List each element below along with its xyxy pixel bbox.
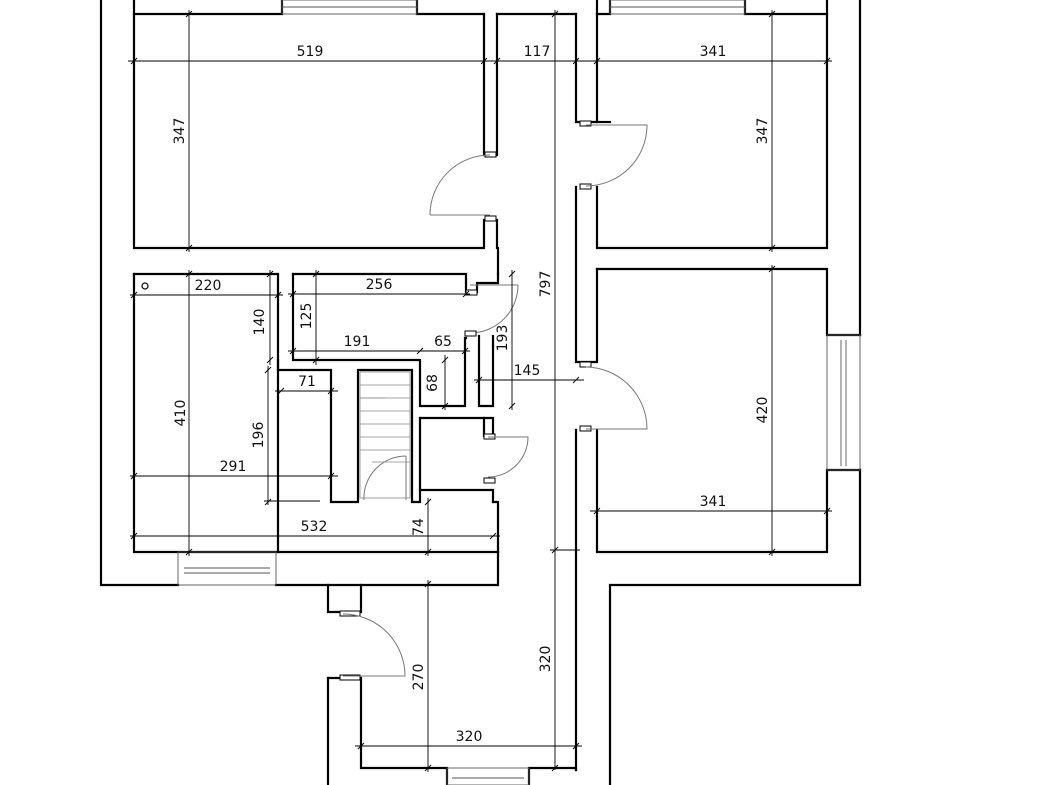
dim-label-519: 519: [297, 44, 324, 60]
dim-label-145: 145: [514, 363, 541, 379]
dim-label-320-horizontal: 320: [456, 729, 483, 745]
door-stairs: [363, 455, 407, 501]
dimension-lines: [128, 10, 832, 772]
outer-walls: [99, 0, 862, 785]
dimension-labels: 519 117 341 347 347 797 220 256 125 140 …: [172, 44, 771, 745]
dim-label-347-right: 347: [755, 118, 771, 145]
dim-label-341-top: 341: [700, 44, 727, 60]
corridor-walls: [574, 12, 862, 772]
door-closet: [464, 284, 519, 337]
dim-label-71: 71: [298, 374, 316, 390]
door-vestibule: [339, 610, 406, 681]
dim-label-320-vertical: 320: [538, 646, 554, 673]
dim-label-117: 117: [524, 44, 551, 60]
dim-label-68: 68: [425, 374, 441, 392]
window-bottom: [446, 767, 530, 785]
door-bathroom: [483, 433, 529, 484]
door-room-top-right: [579, 120, 648, 190]
dim-label-347-left: 347: [172, 118, 188, 145]
dim-label-797: 797: [538, 271, 554, 298]
dim-label-140: 140: [252, 309, 268, 336]
dim-label-193: 193: [495, 325, 511, 352]
door-room-middle-right: [579, 361, 648, 432]
dim-label-420: 420: [755, 397, 771, 424]
dim-label-270: 270: [411, 664, 427, 691]
door-room-top-left: [429, 151, 497, 222]
lower-walls: [326, 583, 578, 785]
window-middle-left: [177, 551, 277, 586]
doors: [339, 120, 648, 681]
dim-label-341-bottom: 341: [700, 494, 727, 510]
room-top-left: [132, 12, 578, 250]
dim-label-65: 65: [434, 334, 452, 350]
stairs: [359, 371, 411, 499]
dim-label-191: 191: [344, 334, 371, 350]
dim-label-125: 125: [299, 303, 315, 330]
dim-label-196: 196: [251, 422, 267, 449]
dim-label-74: 74: [411, 518, 427, 536]
window-right: [826, 334, 861, 471]
fixture-marker: [141, 282, 149, 290]
windows: [177, 0, 861, 785]
dim-label-256: 256: [366, 277, 393, 293]
dim-label-532: 532: [301, 519, 328, 535]
dim-label-410: 410: [173, 400, 189, 427]
dim-label-291: 291: [220, 459, 247, 475]
dim-label-220: 220: [195, 278, 222, 294]
